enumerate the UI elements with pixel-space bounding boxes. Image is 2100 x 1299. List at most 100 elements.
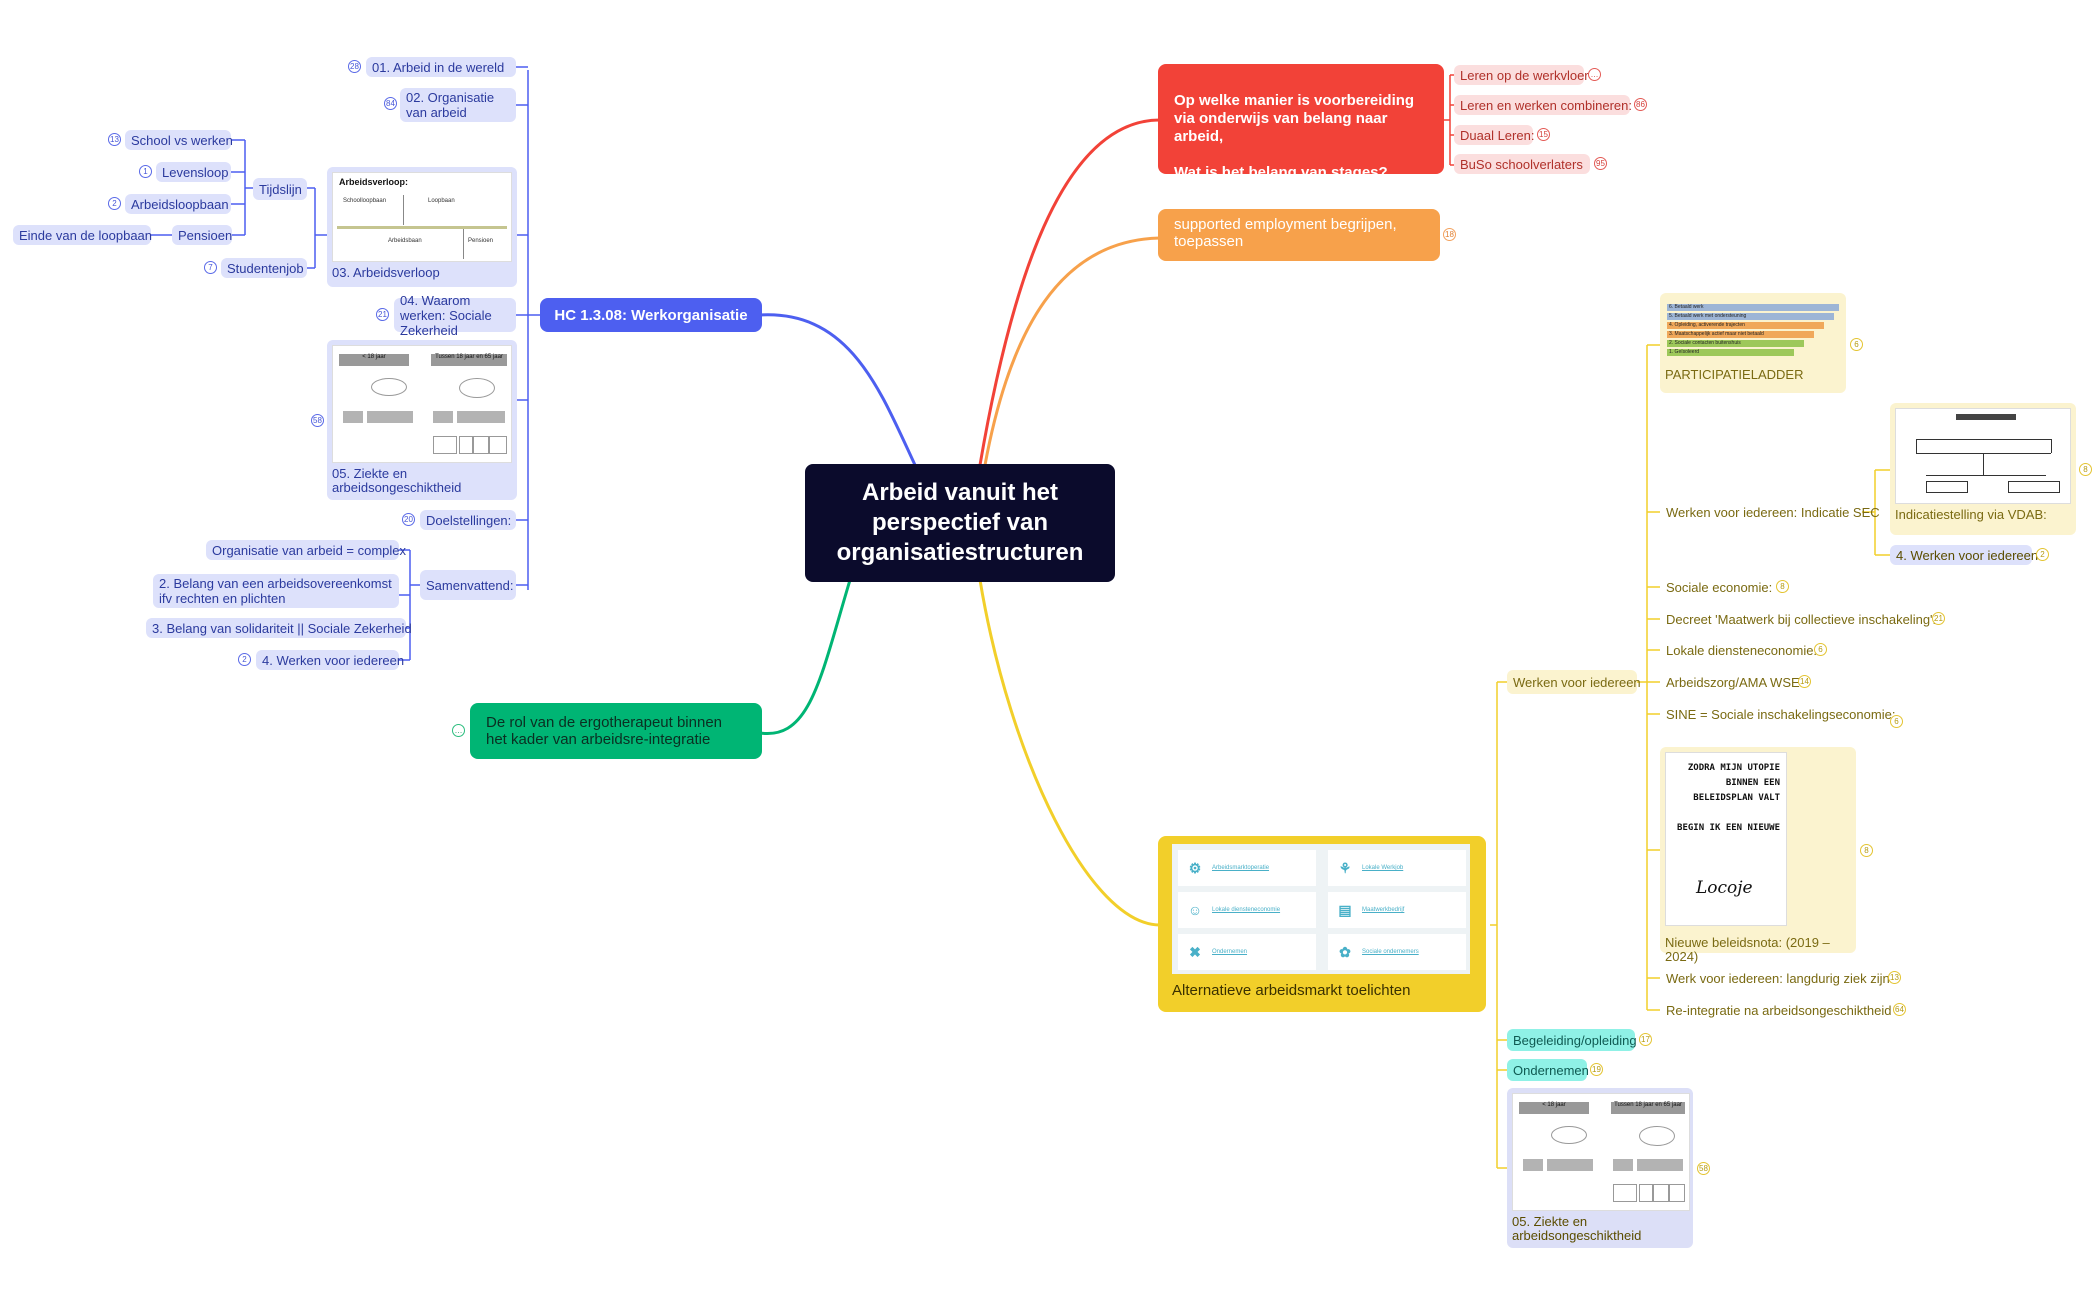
node-belang-solidariteit[interactable]: 3. Belang van solidariteit || Sociale Ze… [146,618,412,638]
node-pensioen[interactable]: Pensioen [172,225,232,245]
count-badge[interactable]: 19 [1590,1063,1603,1076]
count-badge[interactable]: 20 [402,513,415,526]
supported-employment-node[interactable]: supported employment begrijpen, toepasse… [1158,209,1440,261]
central-topic[interactable]: Arbeid vanuit het perspectief van organi… [805,464,1115,582]
count-badge[interactable]: 17 [1639,1033,1652,1046]
node-label: Op welke manier is voorbereiding via ond… [1174,92,1415,181]
node-indicatie-sec[interactable]: Werken voor iedereen: Indicatie SEC [1660,502,1880,522]
count-badge[interactable]: 21 [1932,612,1945,625]
thumb-box: Tussen 18 jaar en 65 jaar [1611,1102,1685,1114]
node-duaal-leren[interactable]: Duaal Leren: [1454,125,1535,145]
tile-item[interactable]: ✿ Sociale ondernemers [1328,934,1466,970]
count-badge[interactable]: 7 [204,261,217,274]
count-badge[interactable]: 6 [1814,643,1827,656]
tile-item[interactable]: ✖Ondernemen [1178,934,1316,970]
node-werken-voor-iedereen[interactable]: Werken voor iedereen [1507,670,1641,694]
node-ziekte-en-arbeidsongeschiktheid-2[interactable]: < 18 jaar Tussen 18 jaar en 65 jaar 05. … [1507,1088,1693,1248]
node-ondernemen[interactable]: Ondernemen [1507,1059,1589,1081]
node-begeleiding-opleiding[interactable]: Begeleiding/opleiding [1507,1029,1637,1051]
count-badge[interactable]: 58 [1697,1162,1710,1175]
count-badge[interactable]: 2 [2036,548,2049,561]
node-arbeidsloopbaan[interactable]: Arbeidsloopbaan [125,194,231,214]
count-badge[interactable]: 86 [1634,98,1647,111]
node-studentenjob[interactable]: Studentenjob [221,258,307,278]
ladder-row: 3. Maatschappelijk actief maar niet beta… [1667,331,1814,338]
node-label: Duaal Leren: [1460,127,1535,143]
node-samenvattend[interactable]: Samenvattend: [420,570,516,600]
node-waarom-werken[interactable]: 04. Waarom werken: Sociale Zekerheid [394,293,516,338]
node-sociale-economie[interactable]: Sociale economie: [1660,577,1772,597]
node-ziekte-en-arbeidsongeschiktheid[interactable]: < 18 jaar Tussen 18 jaar en 65 jaar 05. … [327,340,517,500]
node-arbeidsverloop[interactable]: Arbeidsverloop: Schoolloopbaan Loopbaan … [327,167,517,287]
hc-werkorganisatie-node[interactable]: HC 1.3.08: Werkorganisatie [540,298,762,332]
node-arbeid-in-de-wereld[interactable]: 01. Arbeid in de wereld [366,57,516,77]
node-label: Doelstellingen: [426,512,512,528]
count-badge[interactable]: 13 [1888,971,1901,984]
node-lokale-diensteneconomie[interactable]: Lokale diensteneconomie: [1660,640,1817,660]
ladder-row: 5. Betaald werk met ondersteuning [1667,313,1834,320]
node-decreet-maatwerk[interactable]: Decreet 'Maatwerk bij collectieve inscha… [1660,609,1936,629]
alternatieve-arbeidsmarkt-node[interactable]: ⚙Arbeidsmarktoperatie ⚘Lokale Werkjob ☺Lok… [1158,836,1486,1012]
node-leren-op-de-werkvloer[interactable]: Leren op de werkvloer [1454,65,1589,85]
vdab-thumbnail [1895,408,2071,504]
quote-text: ZODRA MIJN UTOPIE BINNEN EEN BELEIDSPLAN… [1677,763,1780,833]
count-badge[interactable]: 8 [2079,463,2092,476]
count-badge[interactable]: 95 [1594,157,1607,170]
node-organisatie-complex[interactable]: Organisatie van arbeid = complex [206,540,406,560]
thumb-box: < 18 jaar [339,354,409,366]
count-badge[interactable]: 64 [1893,1003,1906,1016]
count-badge[interactable]: 6 [1850,338,1863,351]
ergotherapeut-node[interactable]: De rol van de ergotherapeut binnen het k… [470,703,762,759]
node-leren-en-werken-combineren[interactable]: Leren en werken combineren: [1454,95,1632,115]
count-badge[interactable]: 2 [108,197,121,210]
tile-item[interactable]: ⚘Lokale Werkjob [1328,850,1466,886]
voorbereiding-node[interactable]: Op welke manier is voorbereiding via ond… [1158,64,1444,181]
node-nieuwe-beleidsnota[interactable]: ZODRA MIJN UTOPIE BINNEN EEN BELEIDSPLAN… [1660,747,1856,964]
tile-item[interactable]: ☺Lokale diensteneconomie [1178,892,1316,928]
count-badge[interactable]: 2 [238,653,251,666]
count-badge[interactable]: 15 [1537,128,1550,141]
alternatieve-arbeidsmarkt-thumbnail: ⚙Arbeidsmarktoperatie ⚘Lokale Werkjob ☺Lok… [1172,844,1470,974]
tile-icon: ✿ [1339,943,1351,960]
thumb-box: < 18 jaar [1519,1102,1589,1114]
node-arbeidszorg-ama[interactable]: Arbeidszorg/AMA WSE [1660,672,1800,692]
count-badge[interactable]: 13 [108,133,121,146]
tile-item[interactable]: ▤Maatwerkbedrijf [1328,892,1466,928]
count-badge[interactable]: 18 [1443,228,1456,241]
node-indicatiestelling-vdab[interactable]: Indicatiestelling via VDAB: [1890,403,2076,535]
node-einde-van-de-loopbaan[interactable]: Einde van de loopbaan [13,225,152,245]
node-sine[interactable]: SINE = Sociale inschakelingseconomie: [1660,704,1895,724]
count-badge[interactable]: 1 [139,165,152,178]
node-langdurig-ziek[interactable]: Werk voor iedereen: langdurig ziek zijn [1660,968,1890,988]
count-badge[interactable]: 21 [376,308,389,321]
node-re-integratie[interactable]: Re-integratie na arbeidsongeschiktheid [1660,1000,1891,1020]
count-badge[interactable]: 14 [1798,675,1811,688]
node-organisatie-van-arbeid[interactable]: 02. Organisatie van arbeid [400,88,516,122]
node-label: Leren op de werkvloer [1460,67,1589,83]
count-badge[interactable]: 6 [1890,715,1903,728]
node-label: Lokale diensteneconomie: [1666,642,1818,658]
node-werken-voor-iedereen[interactable]: 4. Werken voor iedereen [256,650,404,670]
count-badge[interactable]: 84 [384,97,397,110]
tile-item[interactable]: ⚙Arbeidsmarktoperatie [1178,850,1316,886]
count-badge[interactable]: … [452,724,465,737]
tile-label: Sociale ondernemers [1362,949,1419,955]
thumb-box: Tussen 18 jaar en 65 jaar [431,354,507,366]
node-doelstellingen[interactable]: Doelstellingen: [420,510,516,530]
node-tijdslijn[interactable]: Tijdslijn [253,178,307,200]
count-badge[interactable]: 8 [1860,844,1873,857]
node-buso-schoolverlaters[interactable]: BuSo schoolverlaters [1454,154,1590,174]
node-belang-arbeidsovereenkomst[interactable]: 2. Belang van een arbeidsovereenkomst if… [153,574,399,608]
count-badge[interactable]: 28 [348,60,361,73]
node-school-vs-werken[interactable]: School vs werken [125,130,233,150]
count-badge[interactable]: … [1588,68,1601,81]
node-4-werken-voor-iedereen[interactable]: 4. Werken voor iedereen [1890,545,2038,565]
count-badge[interactable]: 8 [1776,580,1789,593]
count-badge[interactable]: 58 [311,414,324,427]
node-label: Samenvattend: [426,577,514,593]
node-levensloop[interactable]: Levensloop [156,162,231,182]
ladder-row: 2. Sociale contacten buitenshuis [1667,340,1804,347]
